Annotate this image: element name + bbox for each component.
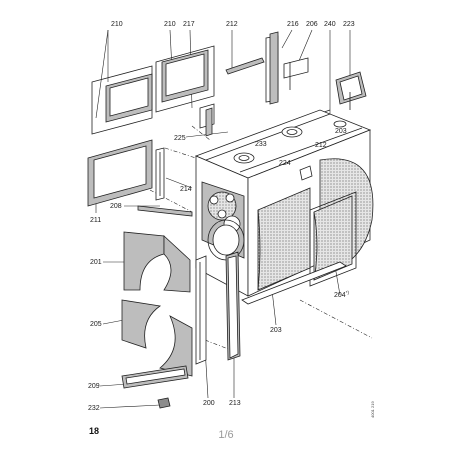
label-224: 224 [279,160,291,167]
drawing-code: 4001 219 [370,401,375,418]
label-232: 232 [88,405,100,412]
label-205: 205 [90,321,102,328]
door-panel-group-210 [91,45,215,135]
label-225: 225 [174,135,186,142]
label-211: 211 [90,217,101,224]
label-213: 213 [229,400,241,407]
label-209: 209 [88,383,100,390]
label-240: 240 [324,21,336,28]
corner-post-213 [225,251,241,361]
label-216: 216 [287,21,299,28]
vertical-post-216 [265,31,279,105]
label-217: 217 [183,21,195,28]
top-strip-212 [199,57,265,137]
insulation-panel-205 [121,299,193,377]
rail-208 [137,205,193,217]
label-208: 208 [110,203,122,210]
bottom-rail-203 [241,261,347,305]
callout-labels: 210 210 217 212 216 206 240 223 225 233 … [88,21,355,412]
label-210-right: 210 [164,21,176,28]
page-number: 18 [89,426,99,436]
vertical-bracket-206 [283,57,309,90]
label-233: 233 [255,141,267,148]
label-212-side: 212 [315,142,327,149]
label-204: 204*) [334,290,349,299]
label-201: 201 [90,259,102,266]
left-post-214 [155,147,165,201]
label-206: 206 [306,21,318,28]
insulation-panel-201 [123,231,191,293]
label-204-footnote: *) [346,290,350,295]
flue-connector-223 [335,71,367,110]
side-strip-200 [195,255,207,365]
label-203-top: 203 [335,128,347,135]
label-223: 223 [343,21,355,28]
label-210-left: 210 [111,21,123,28]
label-214: 214 [180,186,192,193]
label-200: 200 [203,400,215,407]
door-panel-211 [87,139,153,207]
side-panel-204 [309,191,357,287]
sill-plate-209 [121,365,189,389]
page-indicator: 1/6 [218,429,233,441]
bracket-232 [157,397,171,409]
label-204-number: 204 [334,292,346,299]
label-212-top: 212 [226,21,238,28]
label-203-bottom: 203 [270,327,282,334]
